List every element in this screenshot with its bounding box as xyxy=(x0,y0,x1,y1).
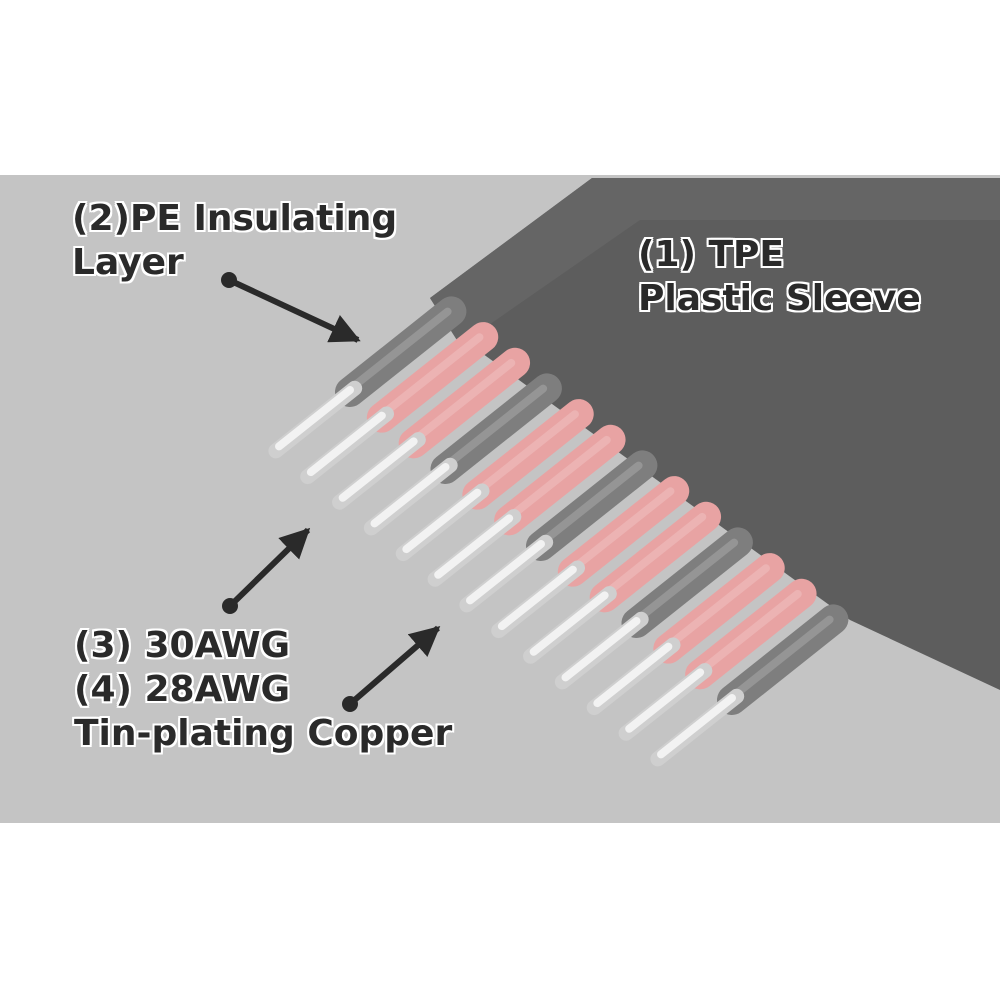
wire-conductor-shine xyxy=(466,540,545,605)
pe-label-line2: Layer xyxy=(72,242,184,283)
wire-insulation xyxy=(685,578,817,690)
wire-4 xyxy=(363,373,562,536)
wire-insulation xyxy=(653,553,785,664)
wire-insulation-highlight xyxy=(732,615,834,698)
awg28-pointer-arrow xyxy=(342,625,441,712)
pe-label-line1: (2)PE Insulating xyxy=(72,198,398,239)
wire-12 xyxy=(618,578,817,741)
wire-conductor-shine xyxy=(497,565,577,631)
wire-11 xyxy=(586,553,785,716)
wire-conductor-shine xyxy=(275,386,354,451)
wire-insulation-highlight xyxy=(541,461,643,544)
wire-2 xyxy=(300,322,499,485)
wire-conductor-shine xyxy=(529,591,609,656)
awg-label-line2: (4) 28AWG xyxy=(74,669,291,710)
wire-insulation xyxy=(462,399,594,510)
pe-insulating-layer-label: (2)PE Insulating Layer xyxy=(72,197,397,285)
wire-9 xyxy=(523,501,722,664)
wire-conductor-shine xyxy=(434,514,514,579)
wire-insulation xyxy=(557,476,690,587)
awg-label-line3: Tin-plating Copper xyxy=(74,713,453,754)
wire-conductor-shine xyxy=(338,437,418,502)
wire-1 xyxy=(268,296,467,459)
wire-insulation-highlight xyxy=(604,512,707,596)
awg30-pointer-arrow xyxy=(222,527,311,614)
wire-conductor-shine xyxy=(593,642,673,708)
wire-8 xyxy=(491,476,690,639)
wire-5 xyxy=(395,399,594,562)
sleeve-top-face xyxy=(430,178,1000,345)
tpe-label-line2: Plastic Sleeve xyxy=(638,278,921,319)
wire-insulation xyxy=(366,322,499,433)
wire-insulation-highlight xyxy=(572,487,675,570)
wire-group xyxy=(268,296,849,767)
awg-label-line1: (3) 30AWG xyxy=(74,625,291,666)
wire-insulation-highlight xyxy=(477,410,579,493)
wire-insulation-highlight xyxy=(381,333,484,416)
tpe-plastic-sleeve xyxy=(430,178,1000,690)
wire-insulation xyxy=(717,604,849,715)
wire-insulation xyxy=(335,296,467,407)
wire-conductor-shine xyxy=(657,694,736,759)
wire-conductor-shine xyxy=(306,411,386,477)
wire-insulation-highlight xyxy=(445,384,548,467)
wire-insulation xyxy=(430,373,562,484)
wire-conductor-shine xyxy=(370,463,450,528)
wire-insulation-highlight xyxy=(350,307,452,390)
wire-3 xyxy=(332,347,531,510)
wire-conductor-shine xyxy=(625,668,705,733)
tpe-label-line1: (1) TPE xyxy=(638,234,785,275)
wire-insulation xyxy=(398,347,531,459)
awg-conductor-label: (3) 30AWG (4) 28AWG Tin-plating Copper xyxy=(74,624,452,756)
wire-conductor-shine xyxy=(402,488,482,554)
wire-insulation xyxy=(494,424,626,536)
wire-insulation xyxy=(621,527,753,638)
wire-conductor-shine xyxy=(561,617,641,682)
wire-insulation-highlight xyxy=(636,538,739,621)
wire-7 xyxy=(459,450,658,613)
wire-13 xyxy=(650,604,849,767)
wire-insulation xyxy=(526,450,658,561)
wire-insulation-highlight xyxy=(700,589,802,673)
wire-insulation xyxy=(589,501,722,613)
wire-insulation-highlight xyxy=(668,564,770,647)
pe-pointer-arrow xyxy=(221,272,361,343)
wire-insulation-highlight xyxy=(509,435,611,519)
wire-10 xyxy=(554,527,753,690)
tpe-plastic-sleeve-label: (1) TPE Plastic Sleeve xyxy=(638,233,921,321)
wire-insulation-highlight xyxy=(413,358,516,442)
wire-6 xyxy=(427,424,626,587)
